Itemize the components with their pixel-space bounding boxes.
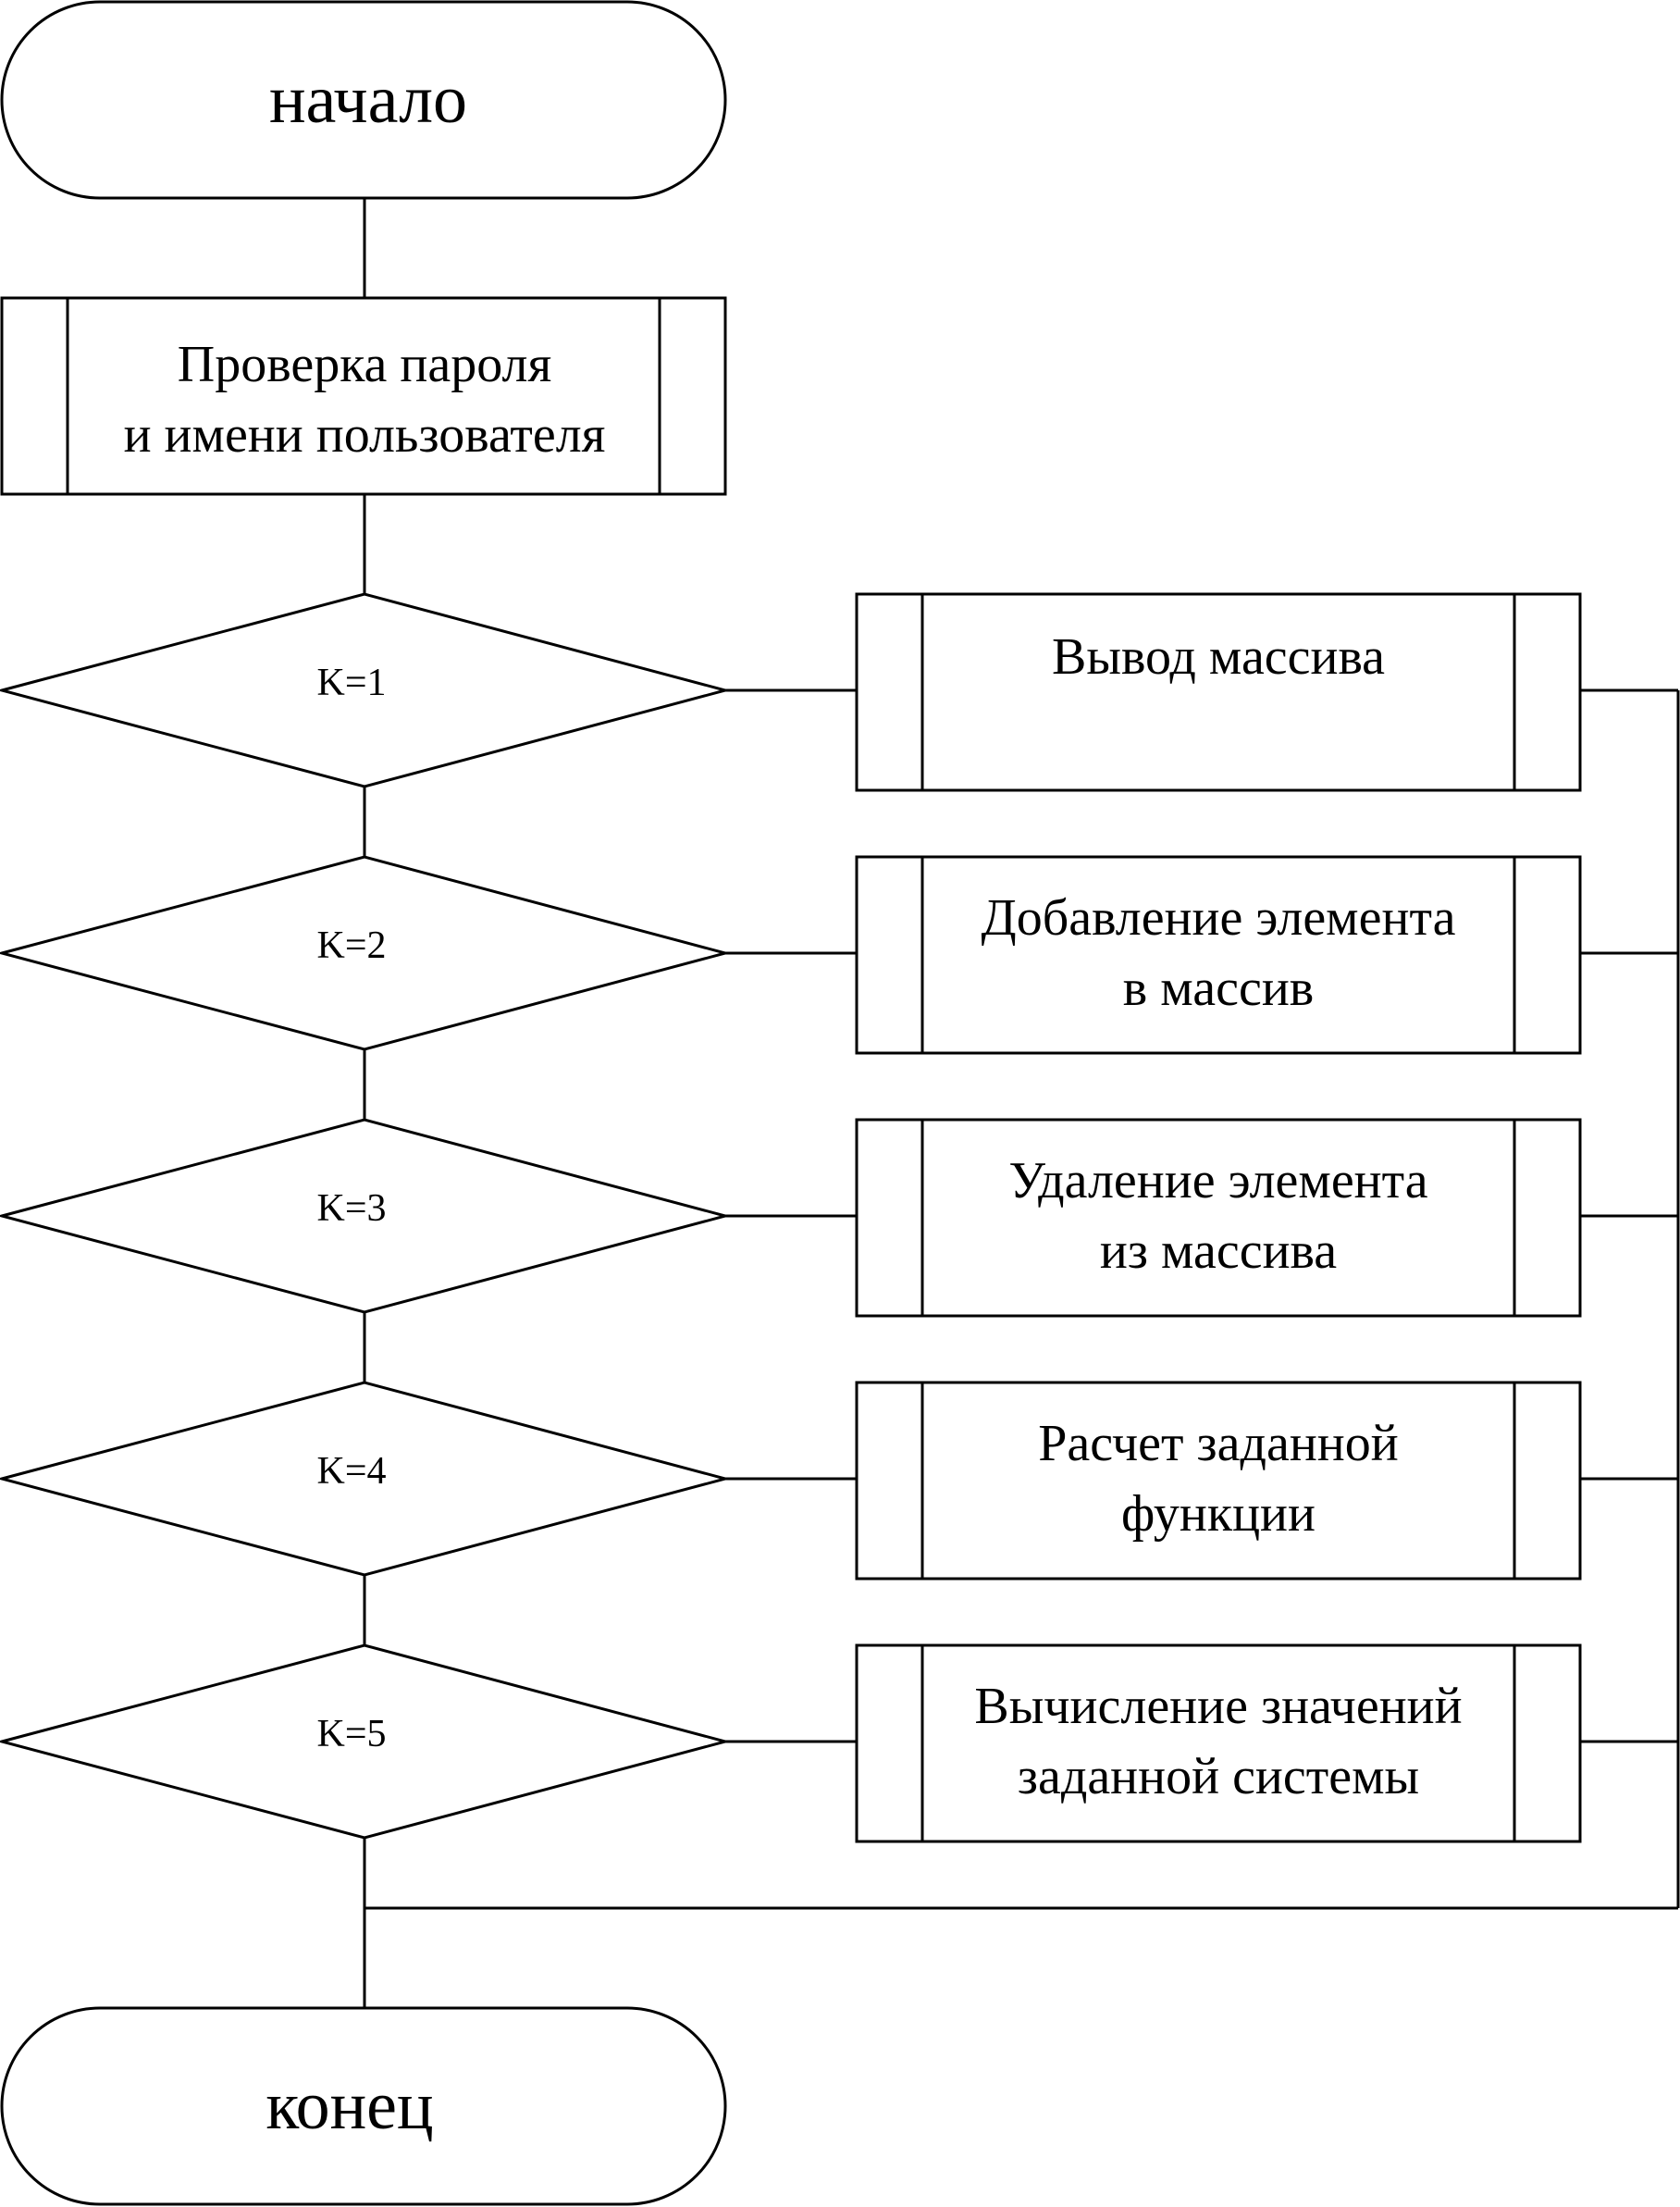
auth-label-line-2: и имени пользователя: [124, 406, 606, 464]
decision-condition: K=1: [316, 662, 386, 704]
auth-process: Проверка пароля и имени пользователя: [0, 296, 727, 496]
start-label: начало: [269, 62, 467, 138]
decision-condition: K=3: [316, 1187, 386, 1230]
auth-label-line-1: Проверка пароля: [178, 336, 551, 393]
action-label-line-1: Вычисление значений: [974, 1678, 1462, 1735]
branch-2: K=2 Добавление элемента в массив: [0, 855, 1678, 1055]
action-label-line-2: из массива: [1100, 1222, 1337, 1280]
action-box: [855, 1381, 1582, 1581]
action-box: [855, 1118, 1582, 1318]
action-label-line-1: Удаление элемента: [1008, 1152, 1427, 1209]
action-label-line-2: функции: [1121, 1485, 1316, 1543]
action-box: [855, 855, 1582, 1055]
decision-condition: K=4: [316, 1450, 386, 1493]
start-terminator: начало: [0, 0, 727, 200]
branch-5: K=5 Вычисление значений заданной системы: [0, 1643, 1678, 1843]
action-label-line-2: в массив: [1123, 960, 1314, 1017]
end-label: конец: [266, 2068, 433, 2144]
action-label-line-1: Расчет заданной: [1038, 1415, 1398, 1472]
branch-1: K=1 Вывод массива: [0, 592, 1678, 792]
branch-3: K=3 Удаление элемента из массива: [0, 1118, 1678, 1318]
branch-4: K=4 Расчет заданной функции: [0, 1381, 1678, 1581]
decision-condition: K=5: [316, 1713, 386, 1755]
decision-condition: K=2: [316, 924, 386, 967]
action-label-line-1: Вывод массива: [1052, 628, 1385, 686]
action-label-line-1: Добавление элемента: [982, 889, 1456, 947]
end-terminator: конец: [0, 2006, 727, 2206]
action-box: [855, 1643, 1582, 1843]
action-label-line-2: заданной системы: [1018, 1748, 1419, 1805]
action-box: [855, 592, 1582, 792]
